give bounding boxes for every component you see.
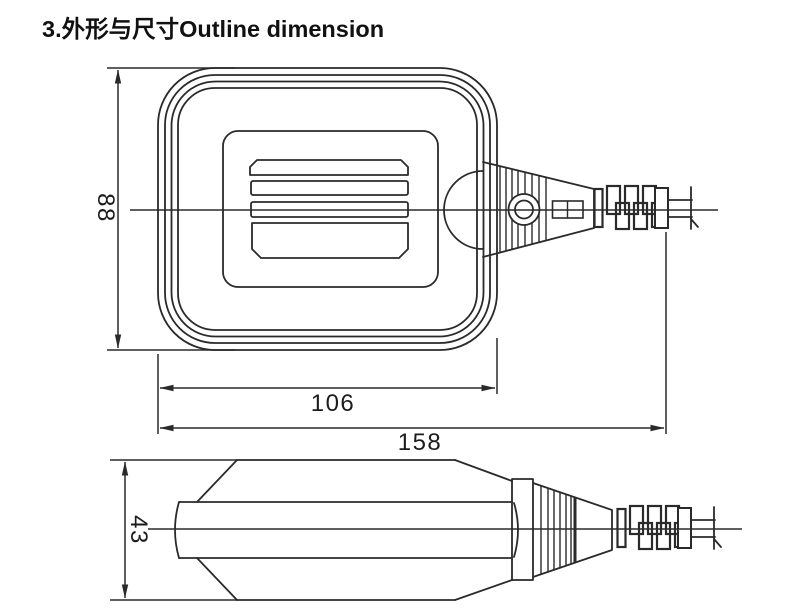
dim-label-43: 43	[125, 515, 152, 545]
parting-band	[174, 501, 519, 559]
dimension-height-43: 43	[110, 459, 238, 601]
dimension-length-158: 158	[159, 232, 667, 456]
dimension-width-106: 106	[157, 338, 498, 434]
dim-label-158: 158	[398, 429, 443, 456]
panel-slats	[249, 159, 409, 259]
dim-label-106: 106	[311, 390, 356, 417]
gland-cone-side	[511, 478, 613, 581]
dim-label-88: 88	[92, 193, 119, 223]
float-body-outlines	[157, 67, 498, 351]
dimension-height-88: 88	[92, 67, 235, 351]
page-title: 3.外形与尺寸Outline dimension	[42, 15, 384, 42]
top-view	[130, 67, 718, 351]
gland-ribs-side	[540, 486, 577, 574]
side-body-outline	[196, 459, 513, 601]
side-view	[148, 459, 742, 601]
inner-panel	[222, 130, 439, 288]
